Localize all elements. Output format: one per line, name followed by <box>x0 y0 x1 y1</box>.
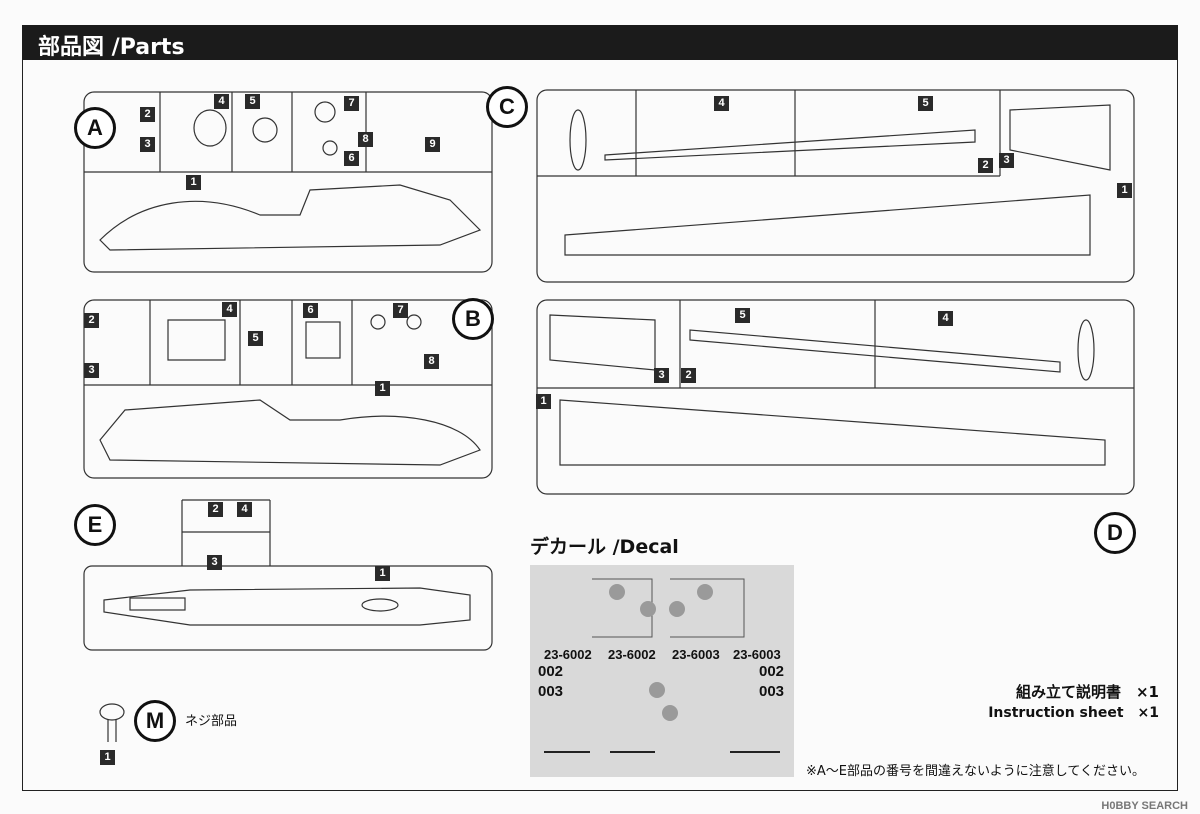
watermark: H0BBY SEARCH <box>1101 800 1188 812</box>
part-tag-e3: 3 <box>207 555 222 570</box>
screw-drawing <box>99 703 125 742</box>
outer-frame <box>22 60 1178 791</box>
part-tag-d2: 2 <box>681 368 696 383</box>
decal-number-left-2: 003 <box>538 683 564 700</box>
part-tag-c2: 2 <box>978 158 993 173</box>
part-tag-b3: 3 <box>84 363 99 378</box>
part-tag-b7: 7 <box>393 303 408 318</box>
part-tag-a2: 2 <box>140 107 155 122</box>
decal-sheet: 23-6002 23-6002 23-6003 23-6003 002 003 … <box>530 565 794 777</box>
part-tag-c4: 4 <box>714 96 729 111</box>
part-tag-a6: 6 <box>344 151 359 166</box>
part-tag-d4: 4 <box>938 311 953 326</box>
part-tag-b2: 2 <box>84 313 99 328</box>
part-tag-e1: 1 <box>375 566 390 581</box>
part-tag-e4: 4 <box>237 502 252 517</box>
sprue-b-frame <box>83 299 493 479</box>
page-title: 部品図 /Parts <box>38 35 185 60</box>
part-tag-a5: 5 <box>245 94 260 109</box>
sprue-c-frame <box>536 89 1135 283</box>
decal-number-left-1: 002 <box>538 663 564 680</box>
part-tag-a7: 7 <box>344 96 359 111</box>
part-tag-b5: 5 <box>248 331 263 346</box>
part-tag-a1: 1 <box>186 175 201 190</box>
sprue-e-frame <box>83 499 493 651</box>
part-tag-e2: 2 <box>208 502 223 517</box>
part-tag-b8: 8 <box>424 354 439 369</box>
part-tag-b4: 4 <box>222 302 237 317</box>
sprue-label-a: A <box>74 107 116 149</box>
screw-parts-label: ネジ部品 <box>185 714 238 729</box>
part-tag-c1: 1 <box>1117 183 1132 198</box>
part-tag-a4: 4 <box>214 94 229 109</box>
sprue-d-frame <box>536 299 1135 495</box>
decal-code-1: 23-6002 <box>544 647 592 662</box>
decal-code-3: 23-6003 <box>672 647 720 662</box>
part-tag-a9: 9 <box>425 137 440 152</box>
decal-heading: デカール /Decal <box>530 536 679 558</box>
caution-note: ※A～E部品の番号を間違えないように注意してください。 <box>806 764 1145 779</box>
sprue-label-d: D <box>1094 512 1136 554</box>
part-tag-b1: 1 <box>375 381 390 396</box>
sprue-label-b: B <box>452 298 494 340</box>
title-bar: 部品図 /Parts <box>22 25 1178 60</box>
part-tag-b6: 6 <box>303 303 318 318</box>
decal-markings <box>544 578 780 753</box>
part-tag-a8: 8 <box>358 132 373 147</box>
decal-code-4: 23-6003 <box>733 647 781 662</box>
part-tag-c5: 5 <box>918 96 933 111</box>
part-tag-d5: 5 <box>735 308 750 323</box>
sprue-label-c: C <box>486 86 528 128</box>
decal-number-right-1: 002 <box>759 663 785 680</box>
sprue-label-e: E <box>74 504 116 546</box>
instruction-sheet-en: Instruction sheet ×1 <box>988 705 1159 721</box>
part-tag-d3: 3 <box>654 368 669 383</box>
sprue-label-m: M <box>134 700 176 742</box>
part-tag-d1: 1 <box>536 394 551 409</box>
part-tag-c3: 3 <box>999 153 1014 168</box>
part-tag-a3: 3 <box>140 137 155 152</box>
instruction-sheet-jp: 組み立て説明書 ×1 <box>1015 683 1159 701</box>
part-tag-m1: 1 <box>100 750 115 765</box>
decal-code-2: 23-6002 <box>608 647 656 662</box>
decal-number-right-2: 003 <box>759 683 785 700</box>
